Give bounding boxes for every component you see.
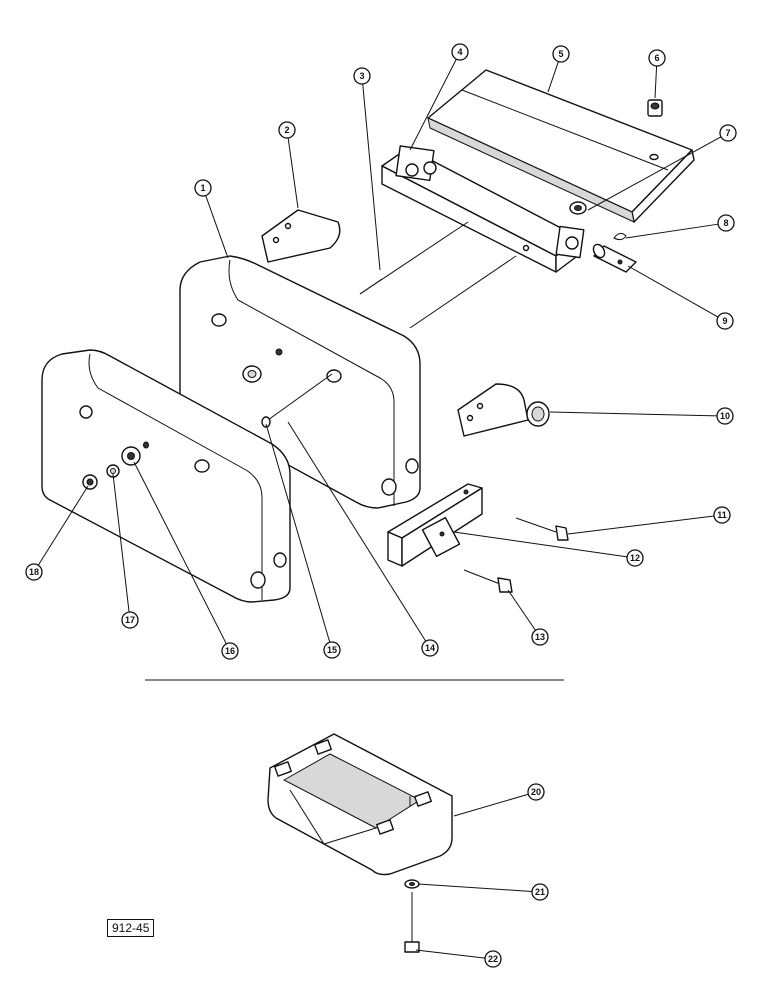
bushing-bracket-part [457,383,550,437]
leader-line-12 [453,531,628,558]
tray-part [267,733,453,876]
callout-circle-8 [717,214,735,232]
leader-line-5 [547,61,559,93]
callout-circle-3 [353,67,371,85]
leader-line-1 [205,195,229,259]
cover-plate-part [427,69,695,223]
leader-line-15 [265,423,331,643]
callout-circle-13 [531,628,549,646]
callout-number-15: 15 [327,645,337,655]
leader-line-6 [654,65,658,99]
callout-circle-6 [648,49,666,67]
leader-line-14 [287,421,427,642]
callout-circle-12 [626,549,644,567]
leader-line-20 [453,793,529,817]
rear-weight-block-part [179,255,421,509]
callout-circle-10 [716,407,734,425]
callout-number-14: 14 [425,643,435,653]
callout-number-20: 20 [531,787,541,797]
tray-bolt-part [404,892,420,953]
leader-line-11 [567,515,715,535]
callout-circle-20 [527,783,545,801]
callout-number-4: 4 [457,47,462,57]
long-bolt-part [261,373,333,428]
callout-number-2: 2 [284,125,289,135]
callout-number-3: 3 [359,71,364,81]
callout-number-9: 9 [722,316,727,326]
drawing-code-label: 912-45 [107,919,155,937]
long-rod-part [359,221,517,329]
leader-line-22 [415,949,486,959]
leader-line-2 [287,137,299,209]
callout-circle-16 [221,642,239,660]
callout-number-6: 6 [654,53,659,63]
leader-line-18 [37,485,89,566]
small-bracket-part [261,209,341,263]
leader-line-9 [627,265,719,318]
clip-part [613,232,627,241]
leader-line-10 [549,411,718,417]
hex-bolt-lower-part [463,569,513,593]
callout-circle-17 [121,611,139,629]
leader-line-8 [625,223,719,239]
callout-number-21: 21 [535,887,545,897]
callout-number-8: 8 [723,218,728,228]
callout-number-1: 1 [200,183,205,193]
leader-line-3 [362,83,381,271]
lock-nut-part [569,201,587,215]
callout-circle-11 [713,506,731,524]
callout-number-5: 5 [558,49,563,59]
bracket-bar-part [381,145,585,273]
leader-line-21 [417,883,533,892]
callout-number-13: 13 [535,632,545,642]
front-weight-block-part [41,349,291,603]
callout-circle-1 [194,179,212,197]
callout-number-12: 12 [630,553,640,563]
leader-line-16 [133,461,227,645]
callout-circle-5 [552,45,570,63]
callout-circle-18 [25,563,43,581]
washer-part [404,879,420,889]
nut-part [647,99,663,117]
callout-number-7: 7 [725,128,730,138]
callout-number-17: 17 [125,615,135,625]
callout-number-18: 18 [29,567,39,577]
callout-number-22: 22 [488,954,498,964]
callout-circle-21 [531,883,549,901]
leader-line-17 [112,473,130,613]
callout-number-10: 10 [720,411,730,421]
callout-number-16: 16 [225,646,235,656]
callout-circle-7 [719,124,737,142]
callout-number-11: 11 [717,510,727,520]
callout-circle-4 [451,43,469,61]
hex-bolt-upper-part [515,517,569,541]
callout-circle-22 [484,950,502,968]
mounting-plate-part [387,483,483,567]
callout-circle-14 [421,639,439,657]
leader-line-13 [507,589,536,631]
callout-circle-15 [323,641,341,659]
callout-circle-9 [716,312,734,330]
leader-line-4 [409,58,457,151]
pin-part [592,243,637,273]
leader-line-7 [587,136,722,211]
callout-circle-2 [278,121,296,139]
